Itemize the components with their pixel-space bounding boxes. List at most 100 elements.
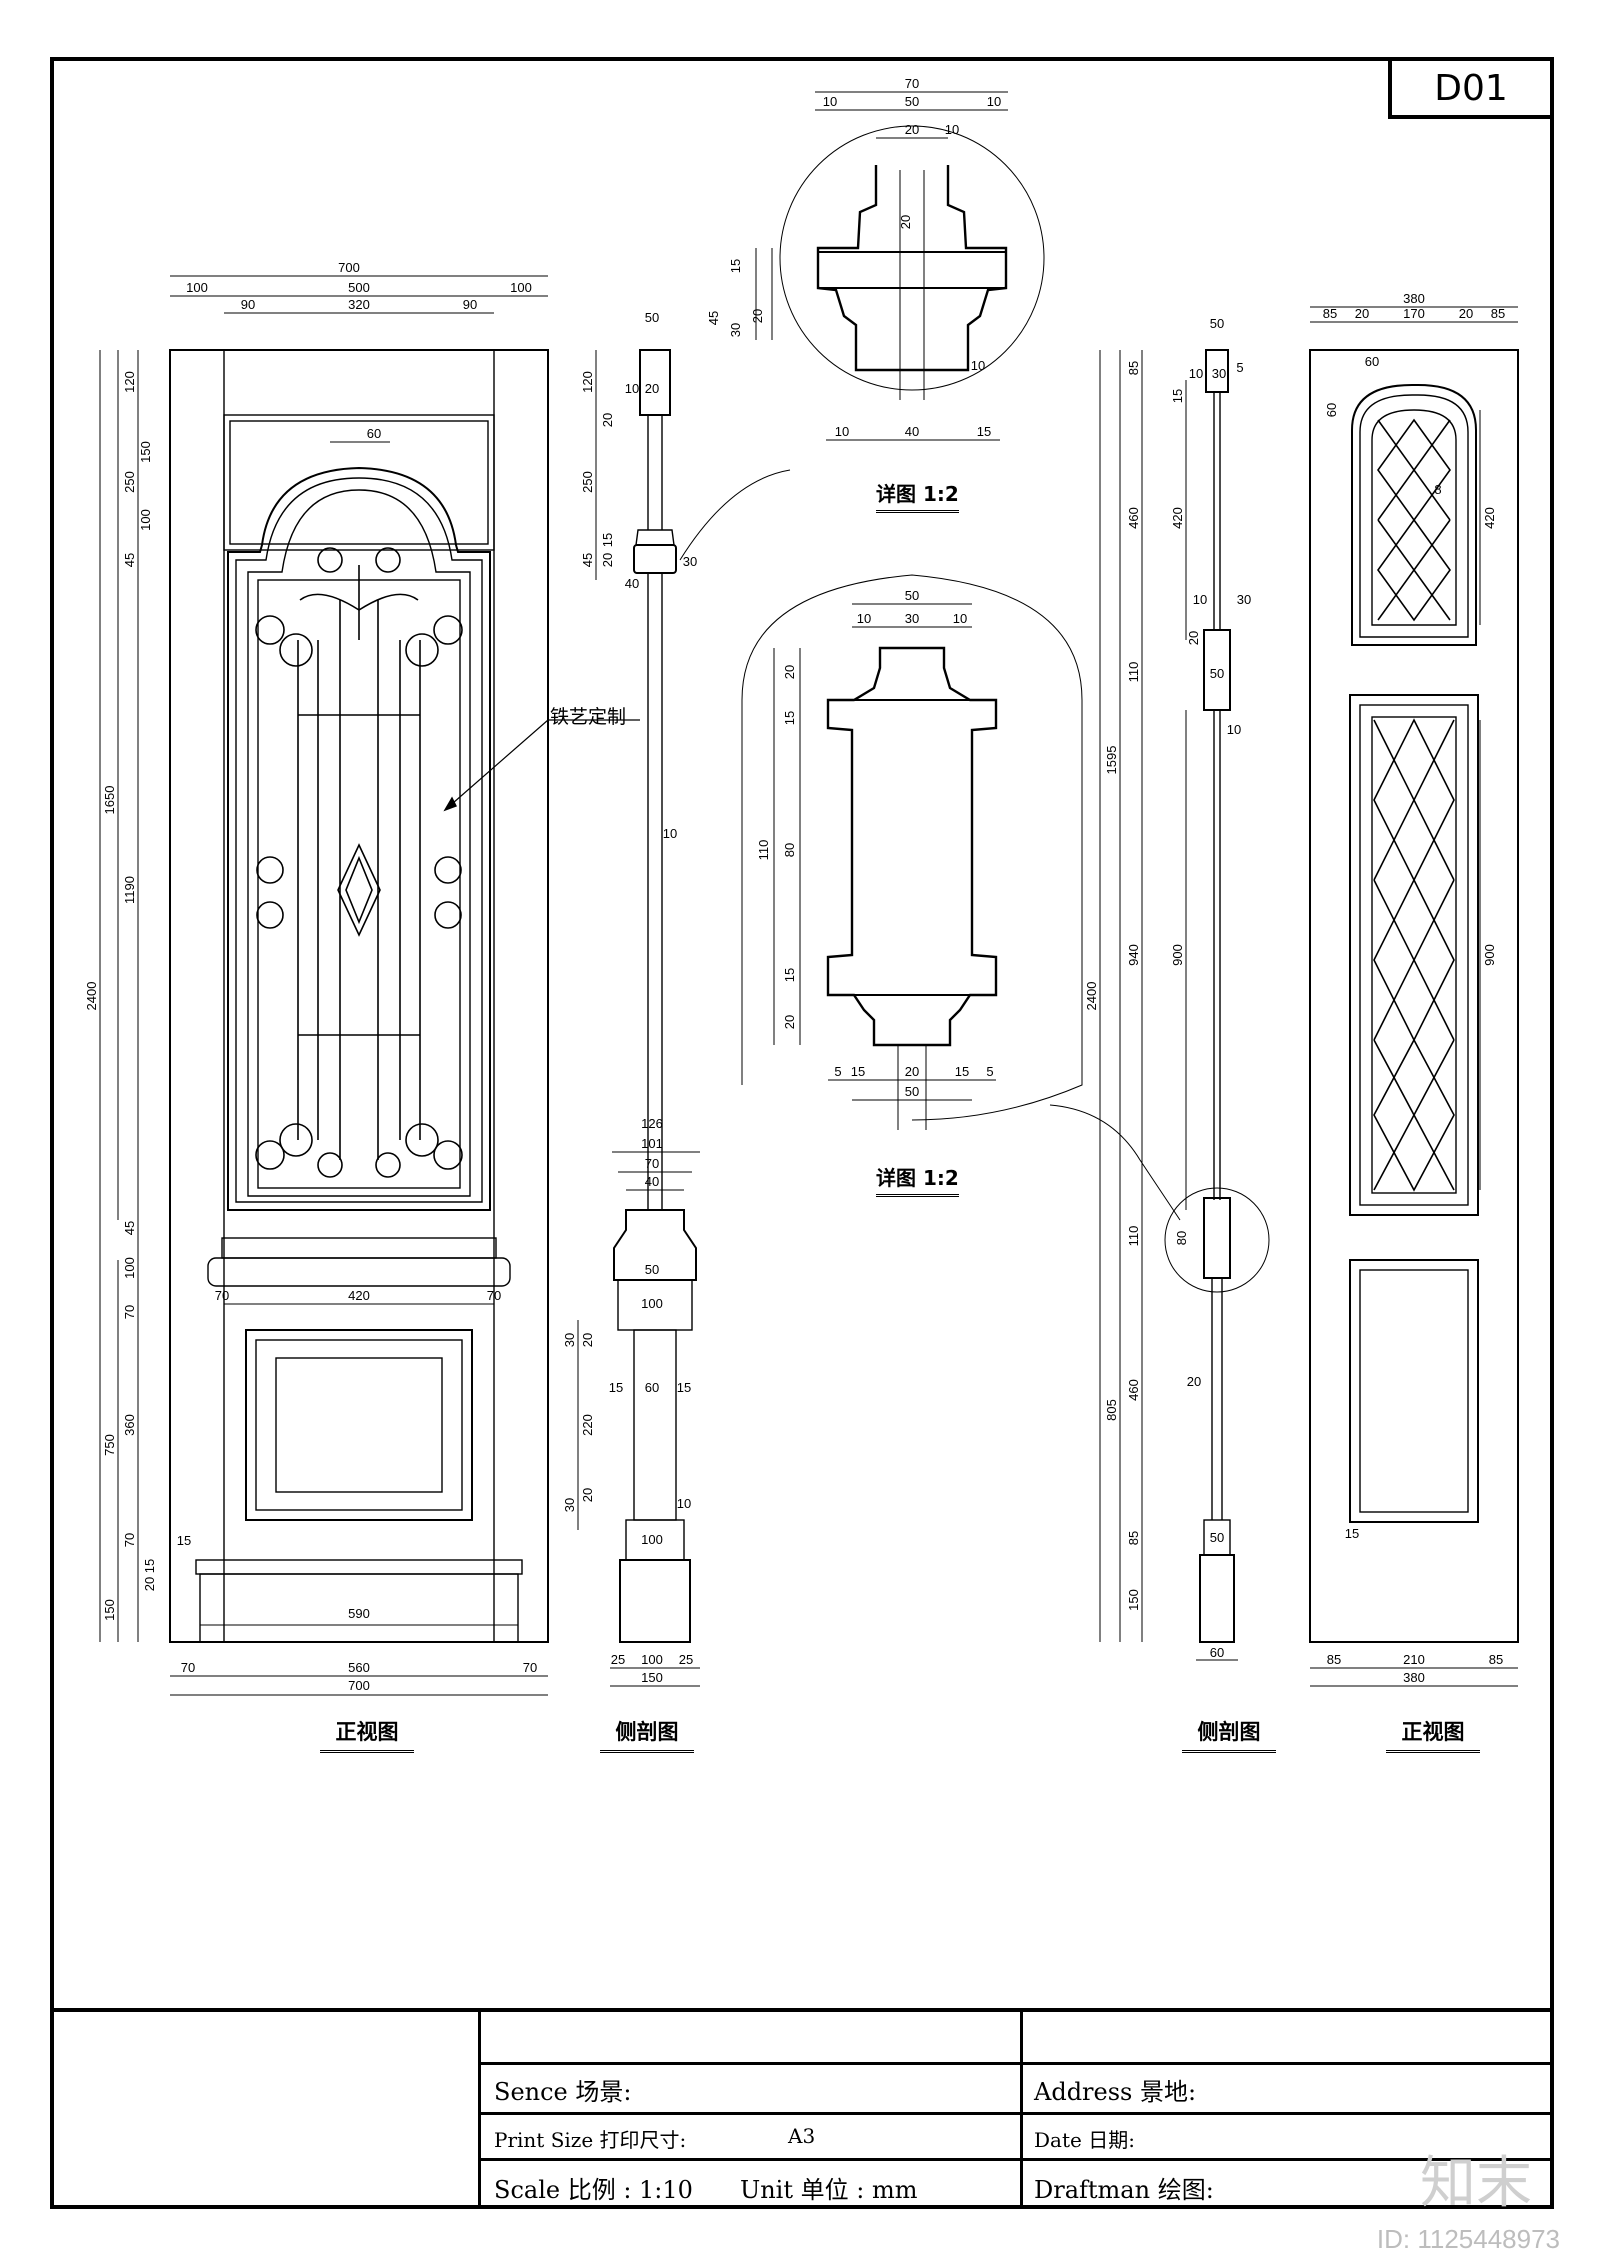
side-left-label: 侧剖图 <box>600 1716 694 1753</box>
dim-front-inner-left: 90 <box>241 297 255 312</box>
dim-fr-60b: 60 <box>1324 403 1339 417</box>
dim-side-v-20a: 20 <box>600 413 615 427</box>
scene-label: Sence 场景: <box>494 2078 632 2106</box>
dim-fr-20a: 20 <box>1355 306 1369 321</box>
dim-side-10b: 10 <box>677 1496 691 1511</box>
dim-front-inner-mid: 320 <box>348 297 370 312</box>
dim-sr-85b: 85 <box>1126 1531 1141 1545</box>
watermark-id: ID: 1125448973 <box>1376 2224 1560 2254</box>
dim-side-bv-30a: 30 <box>562 1333 577 1347</box>
dim-front-top-left: 100 <box>186 280 208 295</box>
dim-side-40b: 40 <box>645 1174 659 1189</box>
dim-sr-50: 50 <box>1210 316 1224 331</box>
dim-fr-b-210: 210 <box>1403 1652 1425 1667</box>
dim-front-seg-100: 100 <box>122 1257 137 1279</box>
dim-dt-b-10: 10 <box>835 424 849 439</box>
dim-dm-20a: 20 <box>782 665 797 679</box>
dim-dm-b-5b: 5 <box>986 1064 993 1079</box>
dim-fr-b-380: 380 <box>1403 1670 1425 1685</box>
dim-fr-170: 170 <box>1403 306 1425 321</box>
dim-sr-b-50: 50 <box>1210 1530 1224 1545</box>
dim-front-height-total: 2400 <box>84 982 99 1011</box>
dim-sr-30: 30 <box>1212 366 1226 381</box>
dim-side-70: 70 <box>645 1156 659 1171</box>
dim-front-small-100: 100 <box>138 509 153 531</box>
dim-side-v-250: 250 <box>580 471 595 493</box>
print-size-label: Print Size 打印尺寸: <box>494 2128 687 2152</box>
dim-dt-20: 20 <box>750 309 765 323</box>
watermark-logo: 知末 <box>1420 2151 1532 2216</box>
dim-base-width: 590 <box>348 1606 370 1621</box>
dim-side-bv-20b: 20 <box>580 1488 595 1502</box>
dim-front-glass: 1190 <box>122 876 137 904</box>
dim-dm-10a: 10 <box>857 611 871 626</box>
dim-sr-5: 5 <box>1236 360 1243 375</box>
dim-dm-10b: 10 <box>953 611 967 626</box>
dim-fr-900: 900 <box>1482 944 1497 966</box>
dim-sr-80: 80 <box>1174 1231 1189 1245</box>
dim-sr-mid-30: 30 <box>1237 592 1251 607</box>
dim-sr-mid-10: 10 <box>1193 592 1207 607</box>
dim-sr-mid-20: 20 <box>1186 631 1201 645</box>
dim-front-top-total: 700 <box>338 260 360 275</box>
sheet-frame <box>50 57 1554 2209</box>
dim-sr-b-20: 20 <box>1187 1374 1201 1389</box>
dim-side-126: 126 <box>641 1116 663 1131</box>
dim-dt-b-15: 15 <box>977 424 991 439</box>
front-right-label: 正视图 <box>1386 1716 1480 1753</box>
dim-fr-85b: 85 <box>1491 306 1505 321</box>
dim-fr-85a: 85 <box>1323 306 1337 321</box>
address-label: Address 景地: <box>1034 2078 1197 2106</box>
dim-fr-60a: 60 <box>1365 354 1379 369</box>
dim-fr-420: 420 <box>1482 507 1497 529</box>
detail-mid-label: 详图 1:2 <box>876 1162 959 1197</box>
dim-dt-10a: 10 <box>823 94 837 109</box>
dim-front-seg-360: 360 <box>122 1414 137 1436</box>
ironwork-callout: 铁艺定制 <box>550 706 627 728</box>
dim-front-seg-15: 15 <box>142 1559 157 1573</box>
dim-side-v-120: 120 <box>580 371 595 393</box>
dim-dt-45: 45 <box>706 311 721 325</box>
dim-fr-b-85a: 85 <box>1327 1652 1341 1667</box>
ironwork-pattern <box>255 547 463 1178</box>
dim-dm-50: 50 <box>905 588 919 603</box>
dim-side-15a: 15 <box>609 1380 623 1395</box>
dim-dm-110: 110 <box>756 840 771 861</box>
dim-front-seg-20: 20 <box>142 1577 157 1591</box>
side-section-left: 50 10 20 30 40 10 126 101 70 40 50 100 1… <box>562 310 791 1687</box>
front-left-label: 正视图 <box>320 1716 414 1753</box>
dim-front-upper: 1650 <box>102 786 117 815</box>
dim-dm-b-5a: 5 <box>834 1064 841 1079</box>
dim-front-inner-right: 90 <box>463 297 477 312</box>
dim-dm-b-15a: 15 <box>851 1064 865 1079</box>
dim-side-101: 101 <box>641 1136 663 1151</box>
detail-mid: 50 10 30 10 5 15 20 15 5 50 110 20 15 80… <box>741 574 1181 1221</box>
dim-side-150: 150 <box>641 1670 663 1685</box>
dim-sr-805: 805 <box>1104 1399 1119 1421</box>
dim-front-top-mid: 500 <box>348 280 370 295</box>
dim-front-lower: 750 <box>102 1434 117 1456</box>
dim-front-seg-250: 250 <box>122 471 137 493</box>
dim-side-bv-220: 220 <box>580 1414 595 1436</box>
dim-dm-b-15b: 15 <box>955 1064 969 1079</box>
dim-front-seg-70: 70 <box>122 1305 137 1319</box>
dim-fr-15: 15 <box>1345 1526 1359 1541</box>
dim-sr-460a: 460 <box>1126 507 1141 529</box>
dim-fr-8: 8 <box>1434 482 1441 497</box>
dim-side-mid-10: 10 <box>663 826 677 841</box>
dim-bottom-left: 70 <box>181 1660 195 1675</box>
dim-side-top-50: 50 <box>645 310 659 325</box>
dim-side-v-45: 45 <box>580 553 595 567</box>
dim-side-15b: 15 <box>677 1380 691 1395</box>
dim-panel-right: 70 <box>487 1288 501 1303</box>
dim-side-v-15: 15 <box>600 533 615 547</box>
dim-side-60: 60 <box>645 1380 659 1395</box>
side-section-right: 50 10 30 5 10 30 50 10 20 50 60 2400 159… <box>1084 316 1270 1661</box>
dim-sr-15: 15 <box>1170 389 1185 403</box>
dim-bottom-right: 70 <box>523 1660 537 1675</box>
dim-side-40: 40 <box>625 576 639 591</box>
detail-top-label: 详图 1:2 <box>876 478 959 513</box>
side-right-label: 侧剖图 <box>1182 1716 1276 1753</box>
dim-bottom-mid: 560 <box>348 1660 370 1675</box>
